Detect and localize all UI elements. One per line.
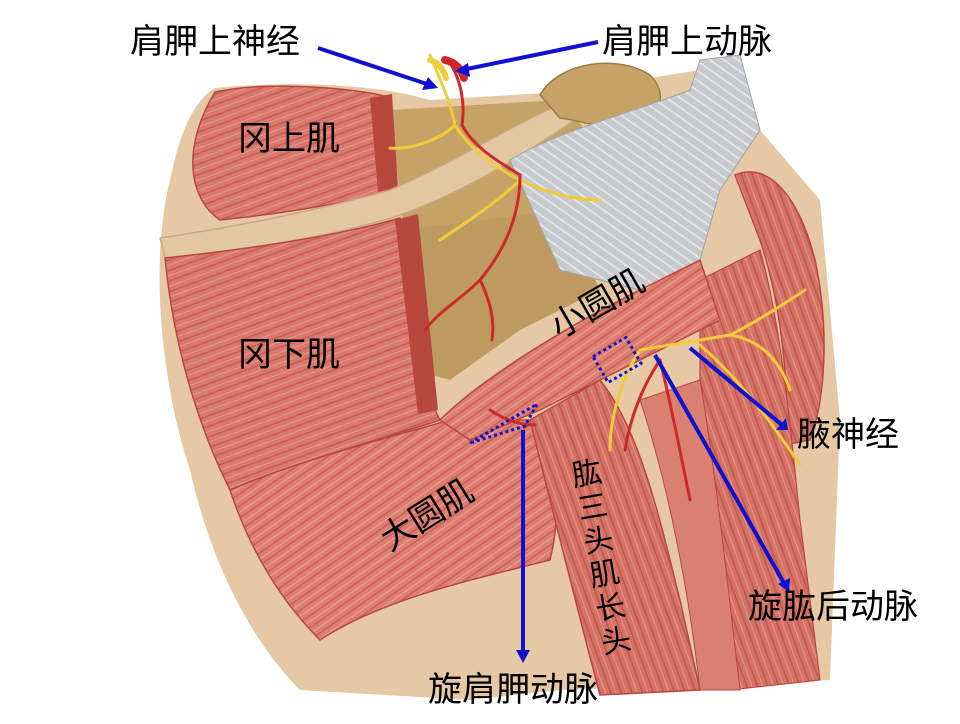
label-suprascapular-nerve: 肩胛上神经 (130, 22, 300, 62)
label-pointers (317, 40, 787, 655)
label-supraspinatus: 冈上肌 (238, 119, 340, 159)
pointer-arrowheads (422, 63, 790, 663)
label-circumflex-scapular-artery: 旋肩胛动脉 (428, 670, 598, 710)
label-infraspinatus: 冈下肌 (238, 335, 340, 375)
teres-minor-muscle (438, 258, 721, 441)
deltoid-muscle (734, 171, 825, 446)
label-posterior-circumflex-humeral-artery: 旋肱后动脉 (748, 587, 918, 627)
triangular-space-marker (469, 399, 541, 445)
quadrangular-space-marker (590, 335, 644, 385)
teres-major-muscle (229, 419, 558, 641)
label-axillary-nerve: 腋神经 (797, 415, 899, 455)
artery-branches (423, 58, 692, 502)
supraspinatus-muscle (192, 85, 396, 221)
label-suprascapular-artery: 肩胛上动脉 (602, 22, 772, 62)
infraspinous-fossa-bone (405, 210, 600, 380)
joint-capsule-tendon (509, 54, 761, 291)
